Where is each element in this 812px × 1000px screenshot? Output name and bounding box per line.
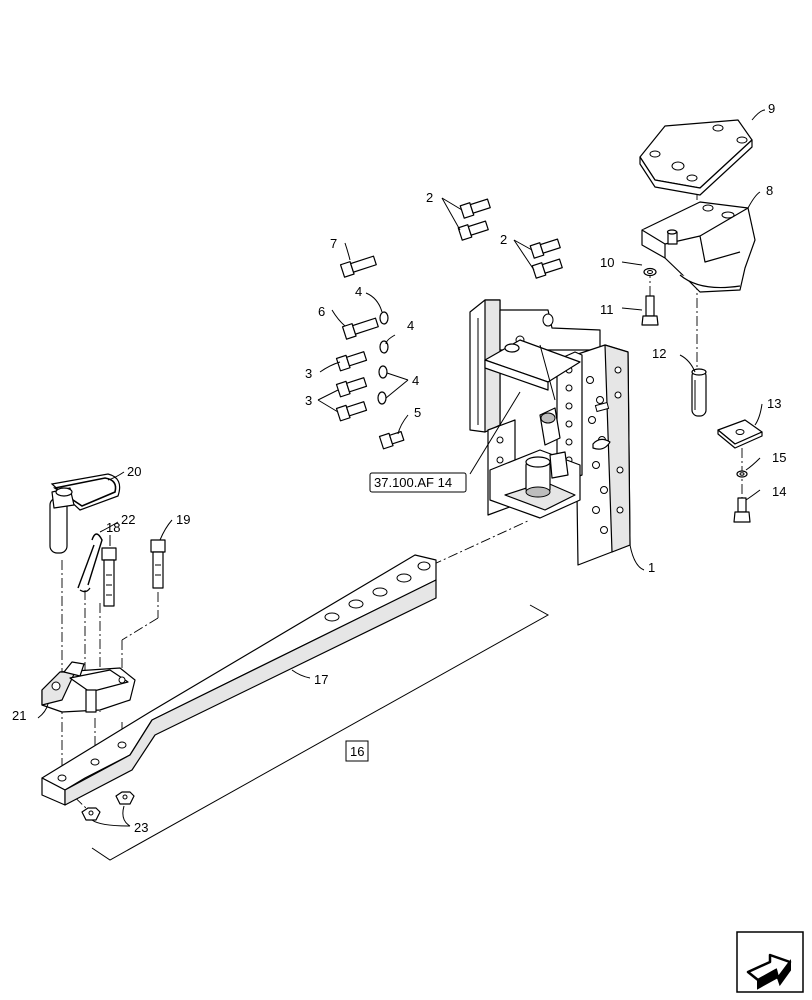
- callout-19: 19: [176, 512, 190, 527]
- callout-14: 14: [772, 484, 786, 499]
- washer-part-10: [643, 267, 657, 277]
- callout-16-box: [345, 740, 369, 762]
- reference-link[interactable]: 37.100.AF 14: [374, 475, 452, 490]
- callout-11: 11: [600, 302, 614, 317]
- hitch-jaw-part-21: [41, 661, 136, 713]
- bolt-part-7: [339, 255, 377, 278]
- callout-2: 2: [426, 190, 433, 205]
- callout-7: 7: [330, 236, 337, 251]
- bolt-part-14: [733, 497, 751, 523]
- bolt-part-19: [150, 539, 166, 589]
- callout-labels: 1 2 2 3 3 4 4 4 5 6 7 8 9 10 11 12 13 14…: [12, 101, 786, 835]
- callout-23: 23: [134, 820, 148, 835]
- bolt-part-5: [378, 430, 405, 450]
- washer-part-15: [736, 470, 748, 478]
- navigation-arrow-icon[interactable]: [736, 931, 804, 993]
- callout-12: 12: [652, 346, 666, 361]
- drawbar-part-17: [41, 554, 437, 806]
- pin-part-20: [49, 473, 121, 554]
- clip-part-22: [77, 533, 103, 593]
- bolt-part-3: [335, 351, 368, 422]
- callout-20: 20: [127, 464, 141, 479]
- callout-4: 4: [412, 373, 419, 388]
- nut-part-23: [81, 791, 135, 821]
- callout-4: 4: [407, 318, 414, 333]
- callout-18: 18: [106, 520, 120, 535]
- callout-21: 21: [12, 708, 26, 723]
- pin-part-12: [691, 368, 707, 417]
- callout-2: 2: [500, 232, 507, 247]
- callout-5: 5: [414, 405, 421, 420]
- hitch-frame-part-1: [469, 299, 631, 566]
- callout-3: 3: [305, 393, 312, 408]
- callout-13: 13: [767, 396, 781, 411]
- callout-4: 4: [355, 284, 362, 299]
- callout-10: 10: [600, 255, 614, 270]
- assembly-bracket-16: [91, 604, 550, 861]
- callout-8: 8: [766, 183, 773, 198]
- callout-17: 17: [314, 672, 328, 687]
- callout-9: 9: [768, 101, 775, 116]
- callout-3: 3: [305, 366, 312, 381]
- callout-22: 22: [121, 512, 135, 527]
- plate-part-13: [717, 419, 763, 449]
- callout-15: 15: [772, 450, 786, 465]
- reference-box[interactable]: [369, 472, 467, 493]
- bolt-part-11: [641, 295, 659, 326]
- bracket-housing-part-8: [641, 201, 756, 293]
- bolt-part-18: [101, 547, 117, 607]
- bolt-part-2: [457, 198, 563, 279]
- top-plate-part-9: [639, 119, 753, 196]
- leader-lines: [37, 109, 766, 827]
- washer-part-4: [377, 311, 389, 405]
- callout-1: 1: [648, 560, 655, 575]
- bolt-part-6: [341, 317, 379, 340]
- callout-6: 6: [318, 304, 325, 319]
- callout-16: 16: [350, 744, 364, 759]
